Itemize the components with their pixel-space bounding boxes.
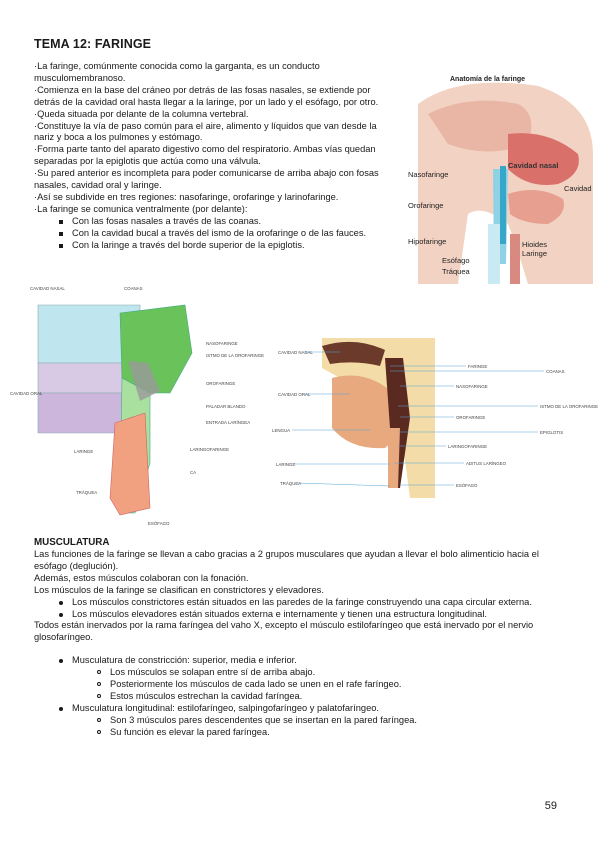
label-coanas: COANAS xyxy=(546,369,565,374)
page-number: 59 xyxy=(544,800,557,812)
paragraph: Además, estos músculos colaboran con la … xyxy=(34,572,249,583)
intro-line: ·La faringe, comúnmente conocida como la… xyxy=(34,61,320,83)
intro-line: ·Comienza en la base del cráneo por detr… xyxy=(34,84,379,107)
list-item: Los músculos constrictores están situado… xyxy=(59,597,569,609)
label-orofaringe: Orofaringe xyxy=(408,201,444,210)
list-item: Musculatura de constricción: superior, m… xyxy=(59,655,569,703)
paragraph: Los músculos de la faringe se clasifican… xyxy=(34,584,324,595)
sub-list-item: Estos músculos estrechan la cavidad farí… xyxy=(97,691,569,703)
label-laringofaringe: LARINGOFARINGE xyxy=(448,444,488,449)
pharynx-3d-illustration xyxy=(37,304,193,516)
label-istmo: ISTMO DE LA OROFARINGE xyxy=(540,404,599,409)
label-orofaringe: OROFARINGE xyxy=(456,415,486,420)
figure-title: Anatomía de la faringe xyxy=(450,76,526,83)
sub-list-item: Son 3 músculos pares descendentes que se… xyxy=(97,715,569,727)
label-laringofaringe: LARINGOFARINGE xyxy=(190,447,230,452)
label-hioides: Hioides xyxy=(522,240,548,249)
sub-list: Los músculos se solapan entre sí de arri… xyxy=(72,667,569,703)
communication-list: Con las fosas nasales a través de las co… xyxy=(34,216,386,252)
intro-line: ·Queda situada por delante de la columna… xyxy=(34,108,249,119)
label-cavidad-oral: CAVIDAD ORAL xyxy=(278,392,311,397)
label-coanas: COANAS xyxy=(124,286,143,291)
label-cavidad: Cavidad xyxy=(564,184,592,193)
sub-list-item: Los músculos se solapan entre sí de arri… xyxy=(97,667,569,679)
label-cavidad-oral: CAVIDAD ORAL xyxy=(10,391,43,396)
label-orofaringe: OROFARINGE xyxy=(206,381,236,386)
label-traquea: Tráquea xyxy=(442,267,470,276)
intro-line: ·Su pared anterior es incompleta para po… xyxy=(34,168,379,191)
label-epiglotis: EPIGLOTIS xyxy=(540,430,564,435)
muscle-groups-list: Musculatura de constricción: superior, m… xyxy=(34,655,569,738)
pharynx-sagittal-diagram: CAVIDAD NASAL CAVIDAD ORAL LENGUA LARING… xyxy=(270,338,599,498)
label-esofago: Esófago xyxy=(442,256,470,265)
label-entrada: ENTRADA LARÍNGEA xyxy=(206,420,251,425)
list-item-label: Musculatura longitudinal: estilofaríngeo… xyxy=(72,702,379,713)
label-cavidad-nasal: CAVIDAD NASAL xyxy=(30,286,65,291)
page-title: TEMA 12: FARINGE xyxy=(34,37,152,51)
muscle-list: Los músculos constrictores están situado… xyxy=(34,597,569,621)
pharynx-3d-diagram: CAVIDAD NASAL COANAS NASOFARINGE ISTMO D… xyxy=(10,283,264,533)
anatomy-figure: Anatomía de la faringe Nasofaringe Orofa… xyxy=(388,74,593,284)
label-aditus: ADITUS LARÍNGEO xyxy=(466,461,507,466)
label-cavidad-nasal: CAVIDAD NASAL xyxy=(278,350,313,355)
paragraph: Todos están inervados por la rama faríng… xyxy=(34,620,534,643)
musculatura-text: Las funciones de la faringe se llevan a … xyxy=(34,549,569,739)
label-hipofaringe: Hipofaringe xyxy=(408,237,447,246)
label-traquea: TRÁQUEA xyxy=(76,490,98,495)
intro-line: ·La faringe se comunica ventralmente (po… xyxy=(34,203,248,214)
label-laringe: Laringe xyxy=(522,249,548,258)
intro-line: ·Forma parte tanto del aparato digestivo… xyxy=(34,144,376,167)
anatomy-illustration xyxy=(418,82,593,284)
intro-line: ·Constituye la vía de paso común para el… xyxy=(34,120,377,143)
label-traquea: TRÁQUEA xyxy=(280,481,302,486)
label-faringe: FARINGE xyxy=(468,364,488,369)
intro-line: ·Así se subdivide en tres regiones: naso… xyxy=(34,191,339,202)
sub-list: Son 3 músculos pares descendentes que se… xyxy=(72,715,569,739)
label-paladar: PALADAR BLANDO xyxy=(206,404,246,409)
intro-text: ·La faringe, comúnmente conocida como la… xyxy=(34,61,386,252)
list-item: Con las fosas nasales a través de las co… xyxy=(59,216,386,228)
list-item-label: Musculatura de constricción: superior, m… xyxy=(72,655,297,666)
leader-lines xyxy=(292,351,544,487)
label-cavidad-nasal: Cavidad nasal xyxy=(508,161,559,170)
list-item: Los músculos elevadores están situados e… xyxy=(59,609,569,621)
label-esofago: ESÓFAGO xyxy=(456,483,478,488)
label-nasofaringe: NASOFARINGE xyxy=(456,384,488,389)
label-esofago: ESÓFAGO xyxy=(148,521,170,526)
label-nasofaringe: Nasofaringe xyxy=(408,170,449,179)
section-title: MUSCULATURA xyxy=(34,537,110,548)
list-item: Musculatura longitudinal: estilofaríngeo… xyxy=(59,702,569,739)
label-nasofaringe: NASOFARINGE xyxy=(206,341,238,346)
label-istmo: ISTMO DE LA OROFARINGE xyxy=(206,353,265,358)
sub-list-item: Su función es elevar la pared faríngea. xyxy=(97,727,569,739)
list-item: Con la laringe a través del borde superi… xyxy=(59,240,386,252)
label-lengua: LENGUA xyxy=(272,428,291,433)
paragraph: Las funciones de la faringe se llevan a … xyxy=(34,549,539,571)
label-ca: CA xyxy=(190,470,197,475)
list-item: Con la cavidad bucal a través del ismo d… xyxy=(59,228,386,240)
sagittal-illustration xyxy=(322,338,435,498)
label-laringe: LARINGE xyxy=(276,462,296,467)
sub-list-item: Posteriormente los músculos de cada lado… xyxy=(97,679,569,691)
label-laringe: LARINGE xyxy=(74,449,94,454)
